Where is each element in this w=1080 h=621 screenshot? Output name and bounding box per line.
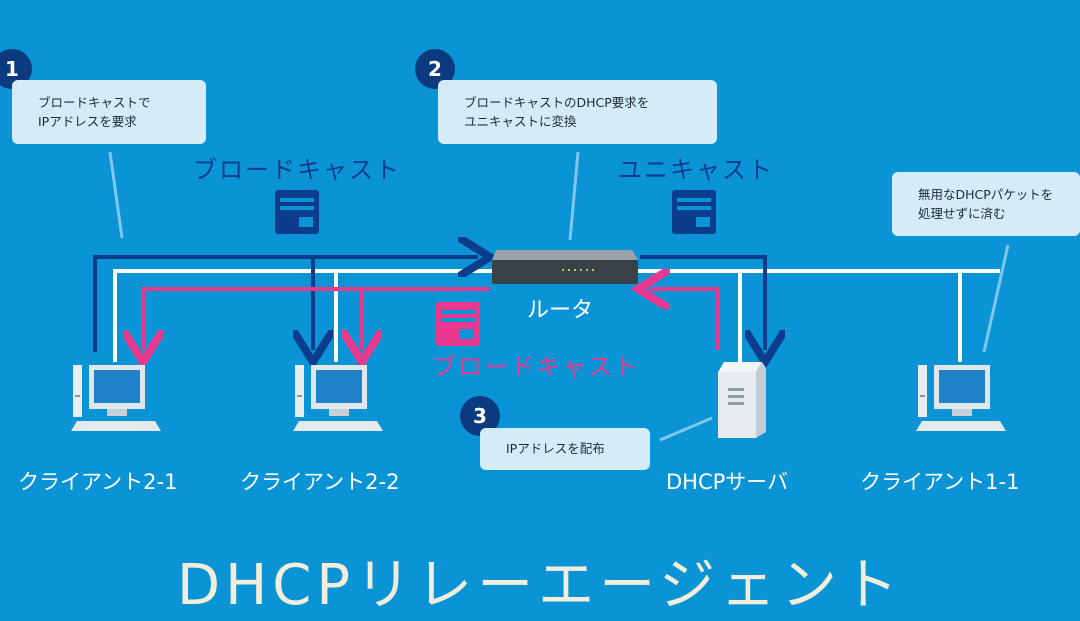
broadcast-label-bottom: ブロードキャスト: [432, 353, 640, 381]
diagram-canvas: [71, 151, 1010, 442]
leader-note: [982, 244, 1010, 353]
packet-icon: [672, 190, 716, 234]
step-3-callout: IPアドレスを配布: [480, 428, 650, 470]
pc-monitor-icon: [293, 365, 383, 431]
pc-monitor-icon: [916, 365, 1006, 431]
pc-monitor-icon: [71, 365, 161, 431]
dhcp-server-label: DHCPサーバ: [666, 470, 789, 494]
broadcast-label-top: ブロードキャスト: [193, 156, 401, 184]
router-label: ルータ: [527, 298, 594, 323]
step-2-text-line-2: ユニキャストに変換: [464, 114, 577, 129]
packet-icon: [275, 190, 319, 234]
reply-arrows: [143, 289, 720, 350]
server-icon: [718, 362, 766, 438]
note-text-line-1: 無用なDHCPパケットを: [918, 187, 1054, 202]
client-1-1-label: クライアント1-1: [860, 470, 1020, 494]
leader-3: [659, 416, 713, 442]
step-2-text-line-1: ブロードキャストのDHCP要求を: [464, 95, 650, 110]
packet-icon: [436, 302, 480, 346]
step-1-text-line-2: IPアドレスを要求: [38, 114, 137, 129]
step-2-callout: ブロードキャストのDHCP要求を ユニキャストに変換: [438, 80, 717, 144]
request-arrows: [93, 257, 765, 352]
client-2-2-label: クライアント2-2: [240, 470, 400, 494]
step-1-callout: ブロードキャストで IPアドレスを要求: [12, 80, 206, 144]
note-callout: 無用なDHCPパケットを 処理せずに済む: [892, 172, 1080, 236]
step-1-text-line-1: ブロードキャストで: [38, 95, 151, 110]
note-text-line-2: 処理せずに済む: [918, 206, 1006, 221]
leader-2: [568, 151, 580, 241]
unicast-label: ユニキャスト: [618, 156, 774, 184]
client-2-1-label: クライアント2-1: [18, 470, 178, 494]
router-icon: [492, 250, 638, 284]
leader-1: [108, 151, 124, 239]
page-title: DHCPリレーエージェント: [177, 553, 903, 618]
network-lines: [113, 269, 1000, 362]
step-3-text: IPアドレスを配布: [506, 441, 605, 456]
diagram: 1 2 3 ブロードキャストで IPアドレスを要求 ブロードキャストのDHCP要…: [0, 49, 1080, 618]
